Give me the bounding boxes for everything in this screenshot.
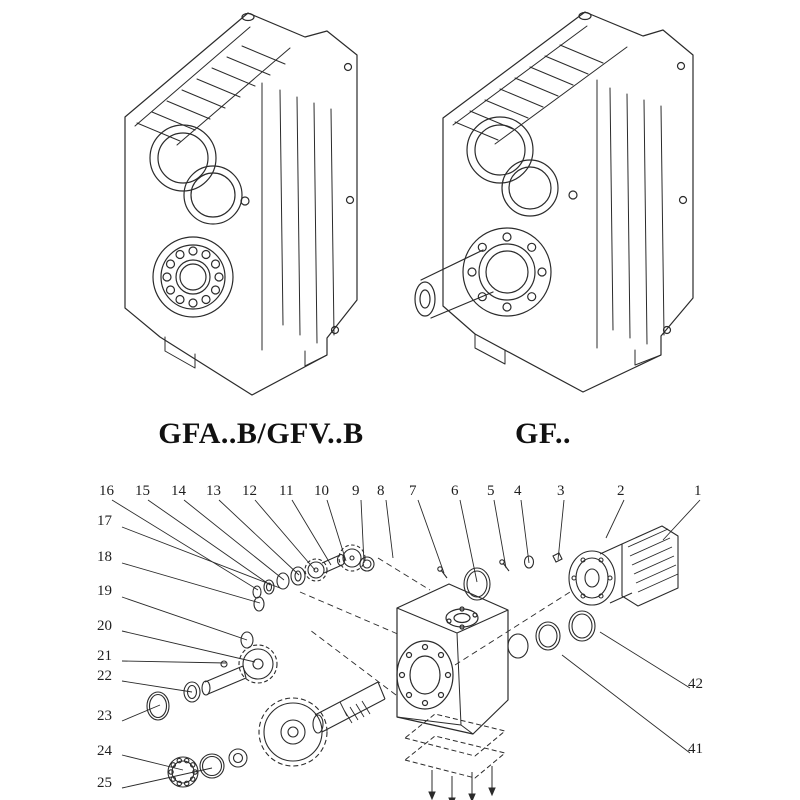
leader-lines	[111, 499, 701, 789]
part-number-2: 2	[617, 483, 625, 499]
part-number-5: 5	[487, 483, 495, 499]
part-number-11: 11	[279, 483, 294, 499]
part-number-7: 7	[409, 483, 417, 499]
part-number-22: 22	[97, 668, 112, 684]
intermediate-shaft-parts	[146, 596, 278, 721]
cover-plates	[403, 713, 507, 800]
part-number-21: 21	[97, 648, 112, 664]
part-number-18: 18	[97, 549, 112, 565]
model-label-gfab: GFA..B/GFV..B	[158, 417, 364, 450]
part-number-9: 9	[352, 483, 360, 499]
assembly-axis-lines	[299, 557, 571, 696]
part-number-12: 12	[242, 483, 257, 499]
housing-exploded	[396, 583, 509, 735]
part-number-19: 19	[97, 583, 112, 599]
part-number-13: 13	[206, 483, 221, 499]
model-label-gf: GF..	[515, 417, 571, 450]
part-number-1: 1	[694, 483, 702, 499]
gearbox-housing-gfab	[124, 12, 358, 396]
part-number-14: 14	[171, 483, 186, 499]
part-number-42: 42	[688, 676, 703, 692]
part-number-10: 10	[314, 483, 329, 499]
part-number-20: 20	[97, 618, 112, 634]
gearbox-drawing-gf	[414, 11, 694, 393]
part-number-4: 4	[514, 483, 522, 499]
seal-ring-parts	[507, 610, 596, 659]
part-number-24: 24	[97, 743, 112, 759]
part-number-16: 16	[99, 483, 114, 499]
part-number-15: 15	[135, 483, 150, 499]
part-number-41: 41	[688, 741, 703, 757]
gearbox-housing-gf	[414, 11, 694, 393]
oil-plug-icon	[241, 12, 255, 22]
output-shaft-parts	[167, 681, 386, 788]
output-bearing-icon	[152, 236, 234, 318]
part-number-17: 17	[97, 513, 112, 529]
oil-plug-icon	[578, 11, 592, 21]
part-number-23: 23	[97, 708, 112, 724]
motor-assembly	[568, 525, 679, 607]
input-shaft-parts	[252, 544, 375, 599]
fastener-parts	[437, 552, 563, 601]
gearbox-drawing-gfab	[124, 12, 358, 396]
part-number-25: 25	[97, 775, 112, 791]
output-shaft-icon	[414, 249, 494, 319]
part-number-6: 6	[451, 483, 459, 499]
output-flange-icon	[462, 227, 552, 317]
exploded-view-drawing	[111, 499, 701, 800]
part-number-3: 3	[557, 483, 565, 499]
part-number-8: 8	[377, 483, 385, 499]
